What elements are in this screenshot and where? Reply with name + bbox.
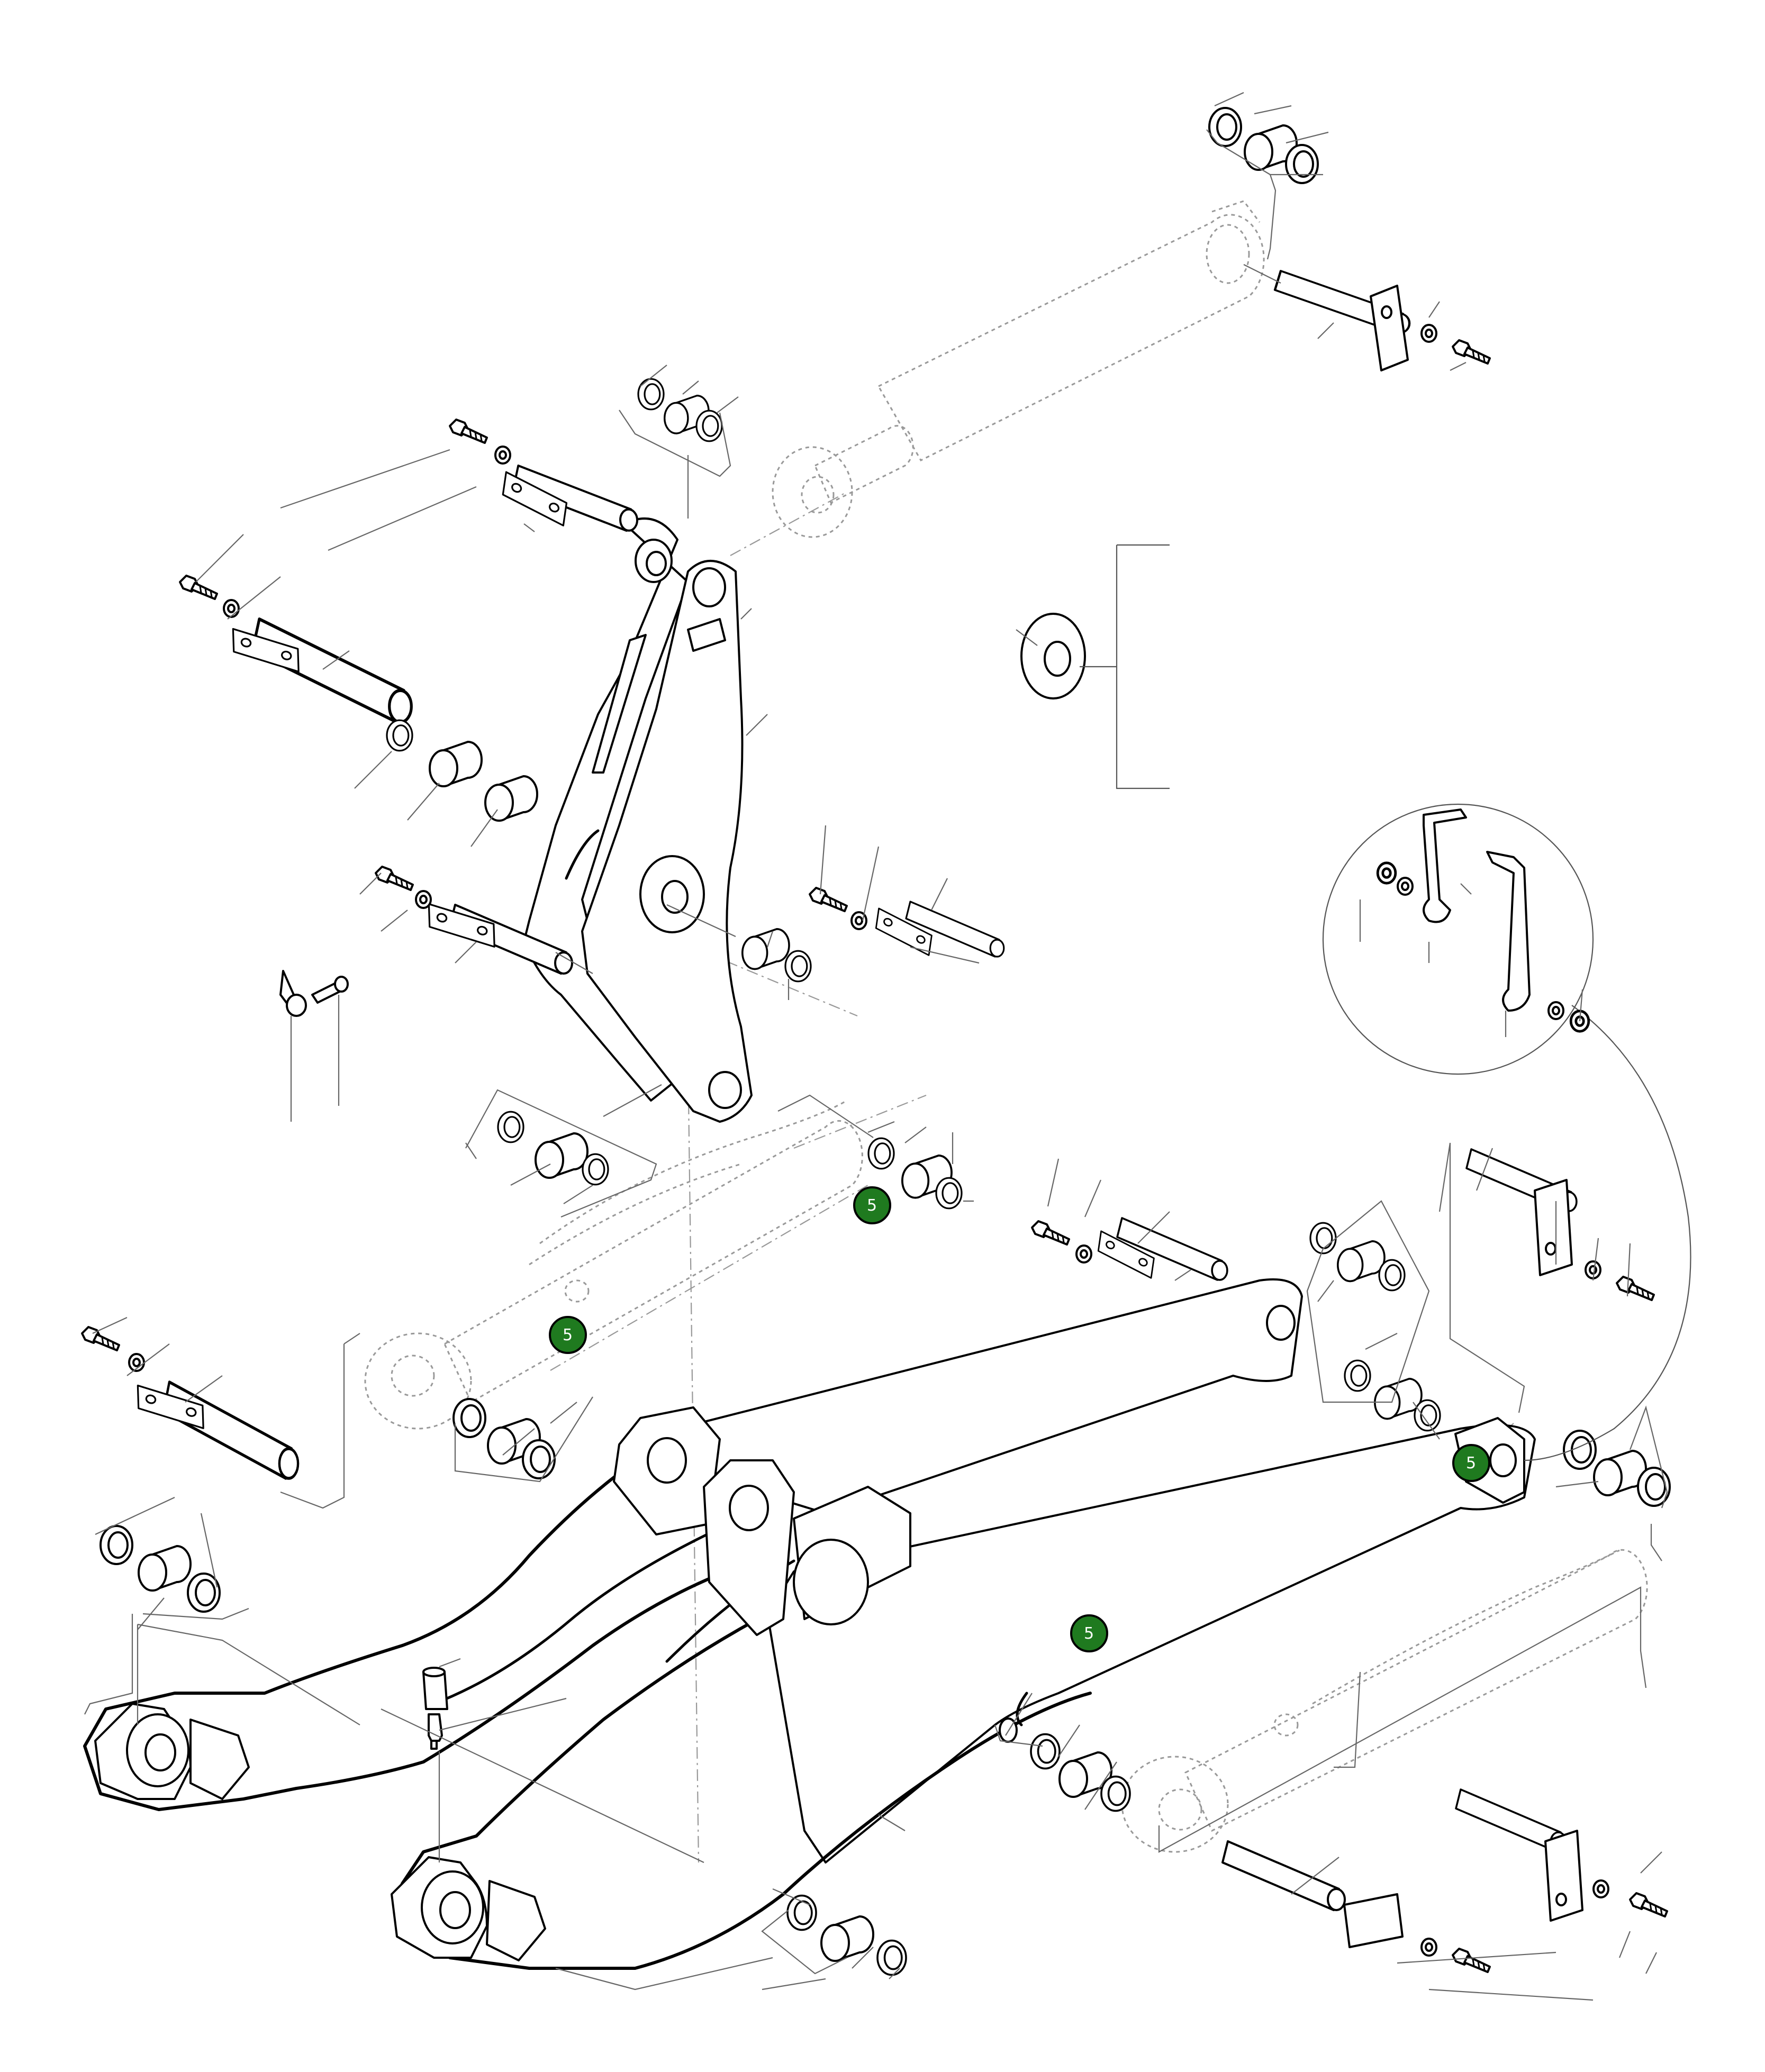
bellcrank [523, 517, 753, 1123]
callout-label: 5 [1084, 1624, 1094, 1643]
bushing-group-left [386, 719, 538, 822]
bushing-group-mid [741, 928, 812, 983]
callout-4: 5 [1070, 1614, 1108, 1652]
pin-assembly-mid-right [809, 887, 1005, 959]
shim-washer [1016, 544, 1170, 789]
bushing-group-far-right [1563, 1430, 1671, 1507]
pin-assembly-center [1031, 1217, 1228, 1282]
pin-assembly-bottom-right [1221, 1840, 1491, 1973]
bushing-group-lower-center [1030, 1733, 1131, 1812]
leader-lines [84, 92, 1668, 2001]
bushing-group-bottom [786, 1894, 907, 1976]
boom-frame [83, 1278, 1536, 1970]
pin-assembly-top-right [1275, 271, 1491, 371]
upper-cylinder-ghost [772, 200, 1265, 538]
detail-circle-hooks [1322, 803, 1691, 1461]
callout-1: 5 [853, 1186, 891, 1224]
grease-fitting-frame [422, 1667, 448, 1750]
pin-assembly-upper-left [179, 575, 411, 722]
callout-markers: 5 5 5 5 [549, 1186, 1490, 1652]
callout-label: 5 [563, 1326, 573, 1344]
grease-fitting-left [279, 970, 349, 1017]
bushing-group-bellcrank-lower [497, 1111, 609, 1186]
bushing-group-top-right [1208, 107, 1319, 184]
callout-circle [1452, 1444, 1490, 1482]
pin-assembly-lower-right [1455, 1788, 1668, 1922]
callout-circle [549, 1316, 587, 1354]
callout-2: 5 [549, 1316, 587, 1354]
pin-assembly-right [1465, 1148, 1655, 1301]
pin-assembly-lower-left [81, 1326, 298, 1478]
pin-assembly-top [449, 419, 638, 534]
callout-circle [853, 1186, 891, 1224]
left-cylinder-ghost [364, 1099, 863, 1430]
bushing-group-cylinder-left [452, 1398, 556, 1479]
bushing-group-frame-left [99, 1525, 221, 1613]
callout-3: 5 [1452, 1444, 1490, 1482]
bushing-group-right-upper [1309, 1222, 1406, 1292]
bushing-group-upper-center [637, 378, 723, 442]
callout-label: 5 [1466, 1454, 1476, 1473]
callout-label: 5 [867, 1196, 877, 1215]
callout-circle [1070, 1614, 1108, 1652]
